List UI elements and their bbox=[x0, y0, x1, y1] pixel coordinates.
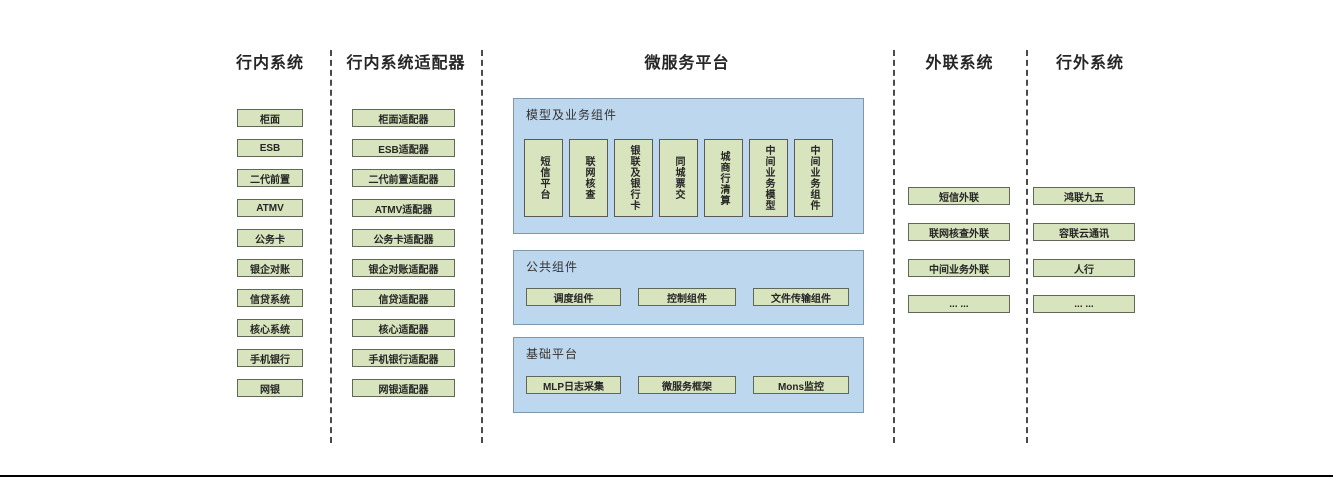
bottom-rule bbox=[0, 475, 1333, 477]
internal-system-box: 公务卡 bbox=[237, 229, 303, 247]
external-link-box: ... ... bbox=[908, 295, 1010, 313]
base-platform-box: 微服务框架 bbox=[638, 376, 736, 394]
external-link-box: 中间业务外联 bbox=[908, 259, 1010, 277]
panel-base-platform: 基础平台 MLP日志采集 微服务框架 Mons监控 bbox=[513, 337, 864, 413]
adapter-box: 银企对账适配器 bbox=[352, 259, 455, 277]
base-platform-box: Mons监控 bbox=[753, 376, 849, 394]
common-component-box: 控制组件 bbox=[638, 288, 736, 306]
adapter-box: ESB适配器 bbox=[352, 139, 455, 157]
model-component-box: 银联及银行卡 bbox=[614, 139, 653, 217]
divider-1 bbox=[330, 50, 332, 443]
model-component-box: 短信平台 bbox=[524, 139, 563, 217]
column-title-external: 行外系统 bbox=[1055, 55, 1124, 72]
adapter-box: 手机银行适配器 bbox=[352, 349, 455, 367]
external-link-box: 联网核查外联 bbox=[908, 223, 1010, 241]
model-component-box: 中间业务模型 bbox=[749, 139, 788, 217]
external-system-box: 鸿联九五 bbox=[1033, 187, 1135, 205]
model-component-box: 联网核查 bbox=[569, 139, 608, 217]
internal-system-box: 二代前置 bbox=[237, 169, 303, 187]
adapter-box: 柜面适配器 bbox=[352, 109, 455, 127]
internal-system-box: 银企对账 bbox=[237, 259, 303, 277]
internal-system-box: ATMV bbox=[237, 199, 303, 217]
internal-system-box: 核心系统 bbox=[237, 319, 303, 337]
model-component-box: 中间业务组件 bbox=[794, 139, 833, 217]
internal-system-box: 手机银行 bbox=[237, 349, 303, 367]
column-title-external-link: 外联系统 bbox=[925, 55, 994, 72]
external-link-box: 短信外联 bbox=[908, 187, 1010, 205]
adapter-box: 信贷适配器 bbox=[352, 289, 455, 307]
divider-3 bbox=[893, 50, 895, 443]
internal-system-box: 柜面 bbox=[237, 109, 303, 127]
internal-system-box: 信贷系统 bbox=[237, 289, 303, 307]
model-component-box: 同城票交 bbox=[659, 139, 698, 217]
panel-label: 模型及业务组件 bbox=[526, 108, 618, 122]
adapter-box: 网银适配器 bbox=[352, 379, 455, 397]
adapter-box: ATMV适配器 bbox=[352, 199, 455, 217]
adapter-box: 公务卡适配器 bbox=[352, 229, 455, 247]
internal-system-box: 网银 bbox=[237, 379, 303, 397]
panel-common-components: 公共组件 调度组件 控制组件 文件传输组件 bbox=[513, 250, 864, 325]
external-system-box: ... ... bbox=[1033, 295, 1135, 313]
adapter-box: 核心适配器 bbox=[352, 319, 455, 337]
panel-model-components: 模型及业务组件 短信平台 联网核查 银联及银行卡 同城票交 城商行清算 中间业务… bbox=[513, 98, 864, 234]
internal-system-box: ESB bbox=[237, 139, 303, 157]
external-system-box: 容联云通讯 bbox=[1033, 223, 1135, 241]
panel-label: 公共组件 bbox=[526, 260, 579, 274]
divider-2 bbox=[481, 50, 483, 443]
adapter-box: 二代前置适配器 bbox=[352, 169, 455, 187]
external-system-box: 人行 bbox=[1033, 259, 1135, 277]
common-component-box: 文件传输组件 bbox=[753, 288, 849, 306]
common-component-box: 调度组件 bbox=[526, 288, 621, 306]
column-title-microservice: 微服务平台 bbox=[644, 55, 730, 72]
base-platform-box: MLP日志采集 bbox=[526, 376, 621, 394]
column-title-internal: 行内系统 bbox=[235, 55, 304, 72]
model-component-box: 城商行清算 bbox=[704, 139, 743, 217]
panel-label: 基础平台 bbox=[526, 347, 579, 361]
divider-4 bbox=[1026, 50, 1028, 443]
column-title-adapters: 行内系统适配器 bbox=[346, 55, 466, 72]
